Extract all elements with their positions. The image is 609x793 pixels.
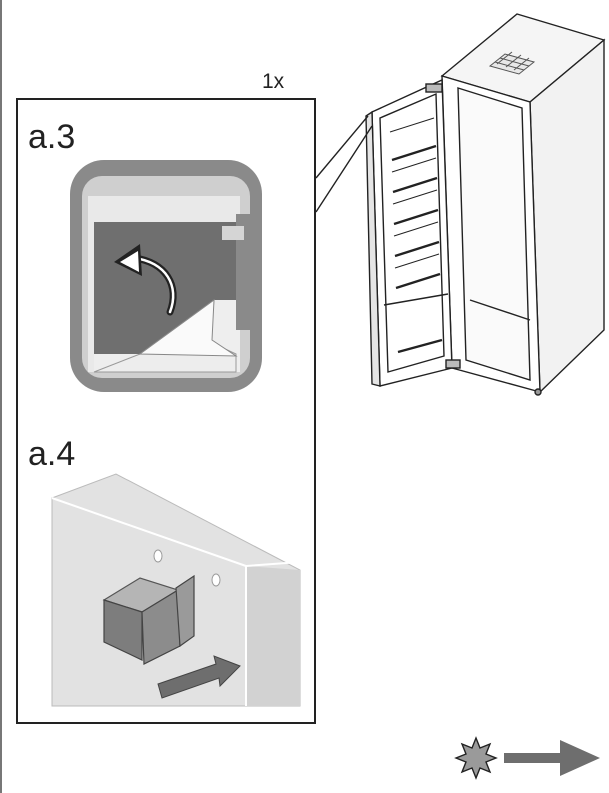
step-label-a4: a.4: [28, 435, 76, 473]
step-label-a3: a.3: [28, 118, 76, 156]
quantity-label: 1x: [262, 70, 285, 93]
page-left-rule: [0, 0, 2, 793]
